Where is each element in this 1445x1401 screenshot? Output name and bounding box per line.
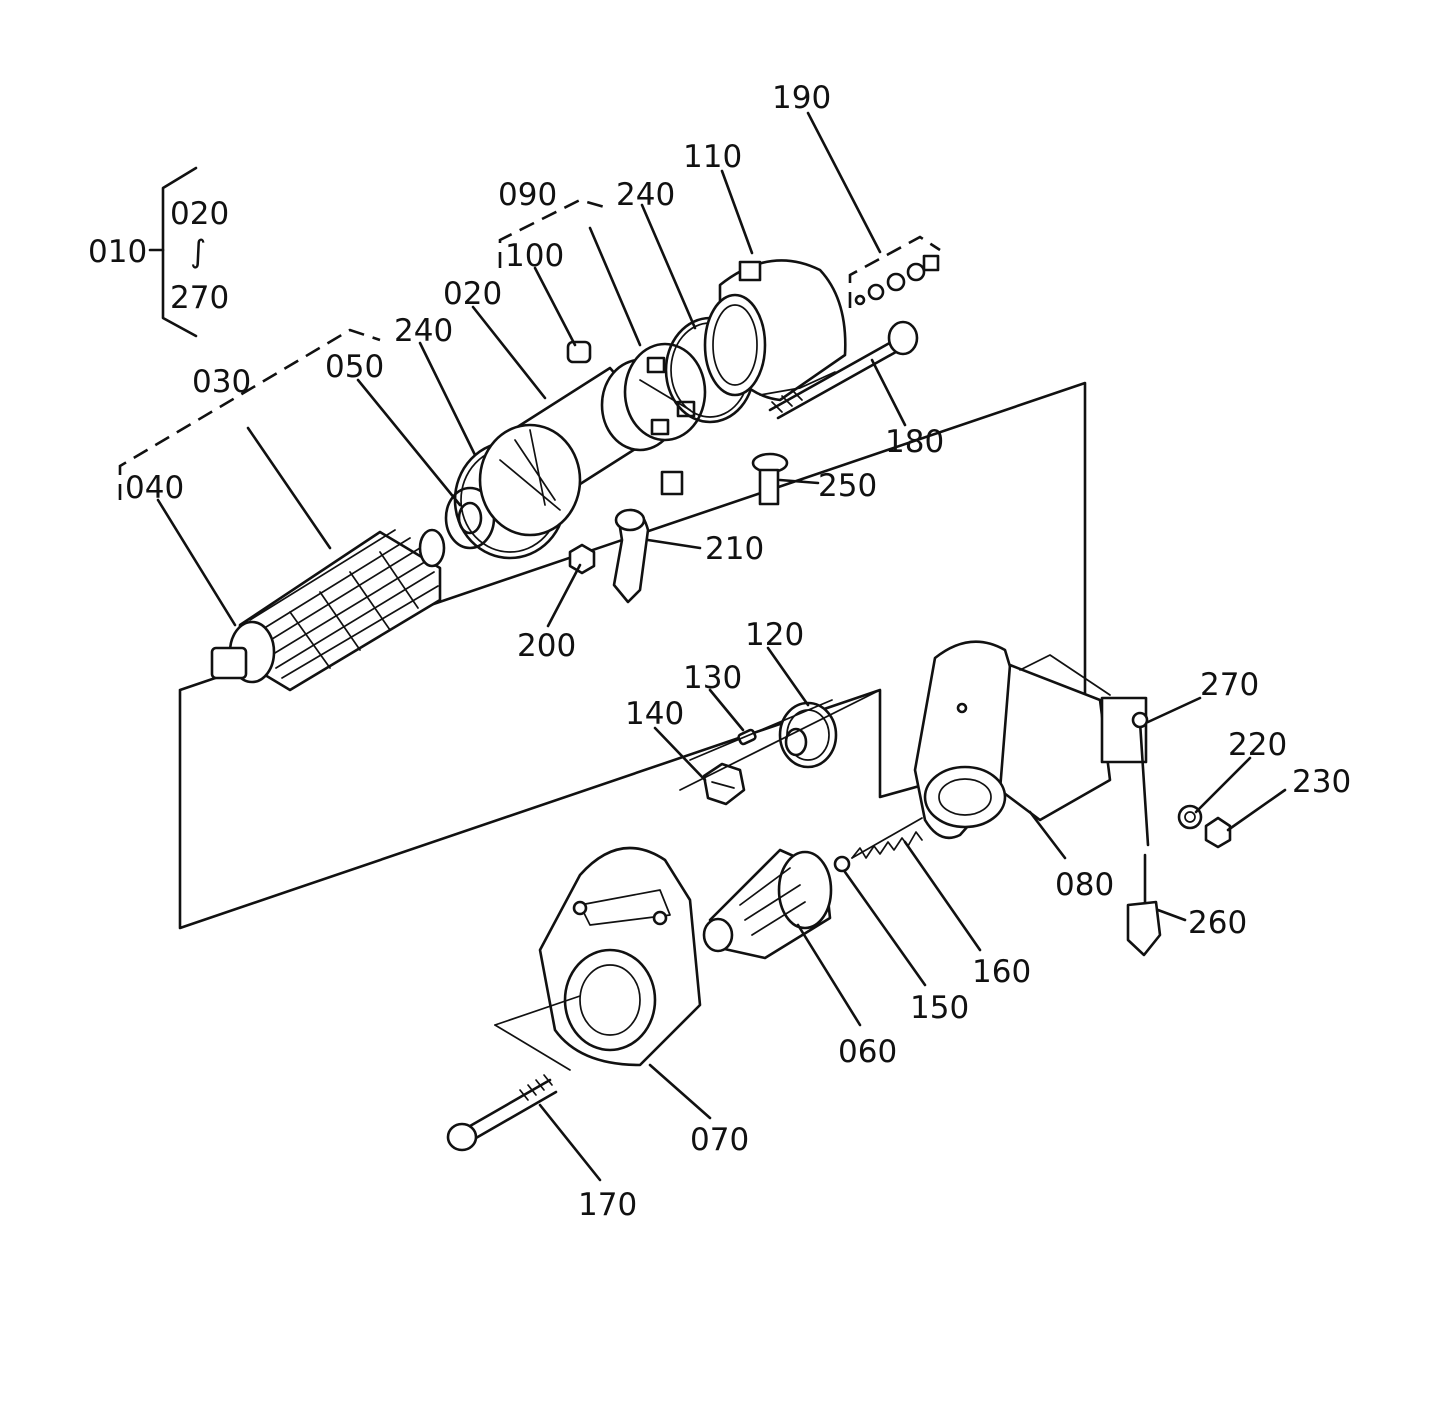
- label-020: 020: [443, 276, 502, 312]
- leader-170: [538, 1103, 602, 1182]
- leader-150: [843, 870, 927, 987]
- label-240-lower: 240: [394, 313, 453, 349]
- rod-270: [1131, 711, 1150, 847]
- leader-110: [720, 169, 754, 255]
- leader-200: [546, 563, 582, 628]
- leader-190: [806, 111, 882, 254]
- clutch-pinion-060: [702, 848, 833, 960]
- retainer-140: [702, 762, 746, 806]
- lever-210: [612, 508, 650, 604]
- spring-160: [851, 817, 923, 859]
- label-120: 120: [745, 617, 804, 653]
- leader-160: [903, 840, 982, 952]
- label-030: 030: [192, 364, 251, 400]
- leader-210: [646, 538, 702, 550]
- screw-250: [751, 452, 789, 506]
- leader-270: [1146, 696, 1202, 724]
- bolt-170: [446, 1074, 558, 1152]
- leader-040: [156, 498, 237, 627]
- leader-090: [588, 226, 642, 347]
- label-240-upper: 240: [616, 177, 675, 213]
- leader-140: [653, 726, 707, 782]
- label-020-range: 020: [170, 196, 229, 232]
- label-140: 140: [625, 696, 684, 732]
- label-040: 040: [125, 470, 184, 506]
- leader-100: [533, 266, 577, 347]
- label-230: 230: [1292, 764, 1351, 800]
- brush-holder-090: [623, 342, 707, 442]
- label-range-mark: ∫: [190, 234, 206, 270]
- label-180: 180: [885, 424, 944, 460]
- leader-120: [766, 646, 810, 707]
- label-080: 080: [1055, 867, 1114, 903]
- leader-020: [471, 305, 547, 400]
- leader-180: [870, 358, 907, 427]
- leader-250: [778, 478, 820, 485]
- nut-200: [568, 543, 596, 575]
- leader-030: [246, 426, 332, 550]
- label-150: 150: [910, 990, 969, 1026]
- armature-040: [210, 528, 446, 692]
- leader-080: [1028, 810, 1067, 860]
- bracket-010: [148, 166, 198, 338]
- through-bolt-180: [768, 320, 919, 420]
- leader-240-lower: [418, 341, 477, 457]
- leader-060: [796, 923, 862, 1027]
- ball-150: [833, 855, 851, 873]
- label-190: 190: [772, 80, 831, 116]
- terminal-kit-190: [854, 254, 940, 306]
- bracket-090: [498, 198, 609, 268]
- label-270-range: 270: [170, 280, 229, 316]
- leader-230: [1226, 788, 1287, 832]
- label-250: 250: [818, 468, 877, 504]
- label-110: 110: [683, 139, 742, 175]
- leader-lines: [156, 111, 1287, 1182]
- leader-220: [1194, 756, 1252, 814]
- label-050: 050: [325, 349, 384, 385]
- leader-260: [1156, 908, 1187, 922]
- connection-lines: [494, 689, 881, 1071]
- assembly-outline: [178, 381, 1087, 930]
- label-270: 270: [1200, 667, 1259, 703]
- label-170: 170: [578, 1187, 637, 1223]
- housing-080: [913, 640, 1148, 840]
- nut-230: [1204, 816, 1232, 849]
- pin-130: [737, 728, 757, 746]
- leader-130: [708, 688, 745, 732]
- label-160: 160: [972, 954, 1031, 990]
- label-090: 090: [498, 177, 557, 213]
- label-060: 060: [838, 1034, 897, 1070]
- leader-240-upper: [640, 203, 697, 330]
- label-210: 210: [705, 531, 764, 567]
- brush-100: [566, 340, 592, 364]
- label-220: 220: [1228, 727, 1287, 763]
- label-100: 100: [505, 238, 564, 274]
- plunger-hook-260: [1126, 853, 1162, 957]
- part-labels: 010 020 ∫ 270 190 110 090 240 100 020 24…: [88, 80, 1351, 1223]
- label-010: 010: [88, 234, 147, 270]
- label-260: 260: [1188, 905, 1247, 941]
- label-070: 070: [690, 1122, 749, 1158]
- label-130: 130: [683, 660, 742, 696]
- leader-050: [356, 378, 462, 507]
- rear-cover-110: [703, 259, 847, 402]
- leader-070: [648, 1063, 712, 1120]
- label-200: 200: [517, 628, 576, 664]
- front-bracket-070: [538, 846, 702, 1067]
